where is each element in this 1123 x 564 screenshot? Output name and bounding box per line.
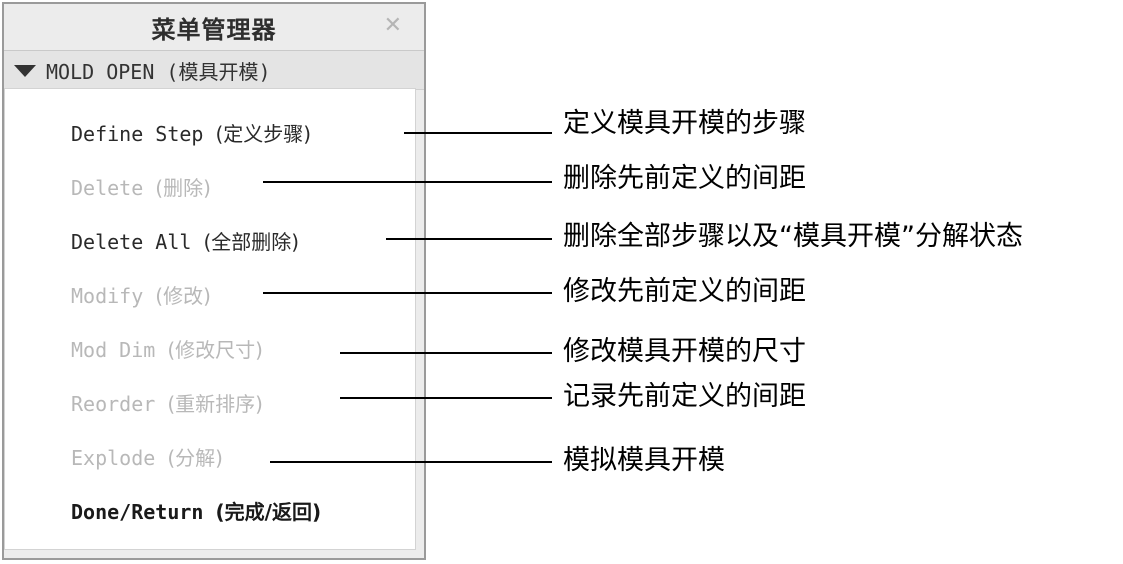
menu-item-delete: Delete (删除) — [71, 172, 211, 201]
leader-line — [270, 461, 552, 463]
menu-item-label-zh: (删除) — [155, 176, 211, 200]
leader-line — [340, 352, 552, 354]
menu-item-label: Delete All — [71, 230, 192, 254]
collapse-triangle-icon[interactable] — [14, 65, 36, 77]
menu-header-mold-open[interactable]: MOLD OPEN (模具开模) — [4, 51, 424, 90]
menu-item-label: Define Step — [71, 122, 204, 146]
callout-modify: 修改先前定义的间距 — [563, 276, 806, 307]
panel-title: 菜单管理器 — [151, 15, 277, 44]
menu-item-label: Delete — [71, 176, 144, 200]
callout-delete: 删除先前定义的间距 — [563, 163, 806, 194]
menu-item-label: Reorder — [71, 392, 156, 416]
menu-item-mod-dim: Mod Dim (修改尺寸) — [71, 334, 263, 363]
menu-item-label-zh: (完成/返回) — [215, 500, 322, 524]
menu-item-done-return[interactable]: Done/Return (完成/返回) — [71, 496, 321, 525]
callout-explode: 模拟模具开模 — [563, 445, 725, 476]
menu-item-explode: Explode (分解) — [71, 442, 223, 471]
callout-define-step: 定义模具开模的步骤 — [563, 108, 806, 139]
leader-line — [263, 181, 552, 183]
callout-delete-all: 删除全部步骤以及“模具开模”分解状态 — [563, 221, 1023, 252]
menu-item-label: Modify — [71, 284, 144, 308]
leader-line — [340, 397, 552, 399]
menu-item-modify: Modify (修改) — [71, 280, 211, 309]
menu-item-label-zh: (全部删除) — [203, 230, 300, 254]
menu-item-label: Explode — [71, 446, 156, 470]
menu-body: Define Step (定义步骤) Delete (删除) Delete Al… — [4, 88, 416, 550]
menu-item-define-step[interactable]: Define Step (定义步骤) — [71, 118, 311, 147]
leader-line — [386, 238, 552, 240]
title-bar: 菜单管理器 ✕ — [4, 4, 424, 51]
menu-item-label-zh: (重新排序) — [167, 392, 263, 416]
menu-item-delete-all[interactable]: Delete All (全部删除) — [71, 226, 299, 255]
callout-mod-dim: 修改模具开模的尺寸 — [563, 336, 806, 367]
menu-item-label: Done/Return — [71, 500, 204, 524]
leader-line — [404, 132, 552, 134]
menu-item-label: Mod Dim — [71, 338, 156, 362]
leader-line — [263, 292, 552, 294]
menu-header-label: MOLD OPEN (模具开模) — [46, 59, 271, 84]
menu-item-label-zh: (修改) — [155, 284, 211, 308]
close-icon[interactable]: ✕ — [383, 13, 402, 38]
menu-item-reorder: Reorder (重新排序) — [71, 388, 263, 417]
menu-item-label-zh: (修改尺寸) — [167, 338, 263, 362]
menu-item-label-zh: (定义步骤) — [215, 122, 312, 146]
menu-item-label-zh: (分解) — [167, 446, 223, 470]
callout-reorder: 记录先前定义的间距 — [563, 381, 806, 412]
